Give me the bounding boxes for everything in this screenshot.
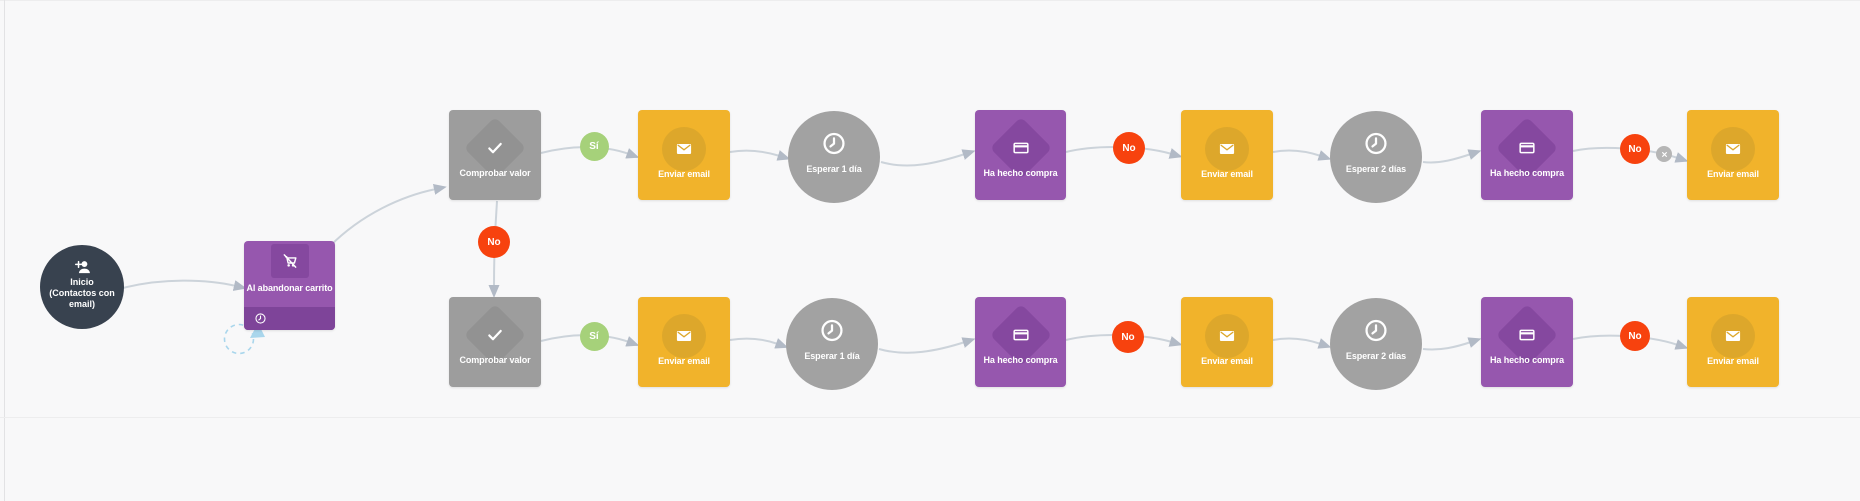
clock-icon: [821, 319, 843, 342]
badge-yes-1: Sí: [579, 131, 609, 161]
envelope-icon: [1725, 144, 1741, 154]
badge-close[interactable]: [1656, 146, 1672, 162]
canvas-left-border: [4, 0, 5, 501]
badge-yes-2: Sí: [579, 321, 609, 351]
card-icon: [1012, 142, 1029, 154]
connector-enviar-email-5--esperar-2-dias-2: [1272, 337, 1332, 349]
node-comprobar-valor-2[interactable]: Comprobar valor: [449, 297, 541, 387]
user-plus-icon: [75, 260, 90, 274]
card-icon: [1519, 329, 1535, 341]
node-enviar-email-5[interactable]: Enviar email: [1181, 297, 1273, 387]
connector-start--al-abandonar-carrito: [122, 279, 247, 291]
node-enviar-email-6[interactable]: Enviar email: [1687, 297, 1779, 387]
node-ha-hecho-compra-4[interactable]: Ha hecho compra: [1481, 297, 1573, 387]
node-label: Comprobar valor: [459, 168, 531, 178]
connector-label: No: [1121, 331, 1135, 343]
clock-icon: [823, 132, 845, 155]
node-al-abandonar-carrito[interactable]: Al abandonar carrito: [244, 241, 335, 330]
envelope-icon: [676, 144, 692, 154]
connector-label: Sí: [589, 330, 599, 342]
trigger-icon-chip: [270, 244, 309, 278]
trigger-schedule-bar[interactable]: [244, 307, 335, 330]
cart-slash-icon: [283, 254, 297, 268]
check-icon: [488, 142, 502, 154]
self-loop-arrow-icon: [250, 323, 265, 338]
node-label: Ha hecho compra: [1489, 355, 1565, 365]
node-ha-hecho-compra-3[interactable]: Ha hecho compra: [975, 297, 1066, 387]
node-esperar-1-dia-2[interactable]: Esperar 1 día: [786, 298, 878, 390]
self-loop-indicator: [223, 323, 255, 355]
card-icon: [1519, 142, 1535, 154]
node-label: Ha hecho compra: [983, 168, 1058, 178]
envelope-icon: [1219, 144, 1235, 154]
start-node-label: Inicio (Contactos con email): [49, 277, 115, 309]
badge-no-2: No: [1620, 134, 1650, 164]
node-enviar-email-2[interactable]: Enviar email: [1181, 110, 1273, 200]
connector-esperar-2-dias-1--ha-hecho-compra-2: [1422, 149, 1482, 164]
canvas-top-border: [0, 0, 1860, 1]
node-enviar-email-3[interactable]: Enviar email: [1687, 110, 1779, 200]
badge-no-mid: No: [478, 226, 510, 258]
node-label: Enviar email: [1707, 169, 1759, 179]
node-comprobar-valor-1[interactable]: Comprobar valor: [449, 110, 541, 200]
node-start[interactable]: Inicio (Contactos con email): [40, 245, 124, 329]
node-ha-hecho-compra-2[interactable]: Ha hecho compra: [1481, 110, 1573, 200]
envelope-icon: [676, 331, 692, 341]
clock-icon: [1365, 132, 1387, 155]
connector-esperar-1-dia-2--ha-hecho-compra-3: [878, 337, 976, 354]
node-label: Ha hecho compra: [1489, 168, 1565, 178]
node-label: Al abandonar carrito: [246, 283, 333, 293]
envelope-icon: [1725, 331, 1741, 341]
connector-enviar-email-1--esperar-1-dia-1: [729, 149, 791, 161]
node-esperar-2-dias-2[interactable]: Esperar 2 días: [1330, 298, 1422, 390]
node-esperar-1-dia-1[interactable]: Esperar 1 día: [788, 111, 880, 203]
node-label: Esperar 2 días: [1345, 351, 1407, 361]
badge-no-4: No: [1620, 321, 1650, 351]
clock-icon: [255, 313, 266, 324]
node-label: Comprobar valor: [459, 355, 531, 365]
badge-no-3: No: [1112, 321, 1144, 353]
connector-enviar-email-2--esperar-2-dias-1: [1272, 149, 1332, 161]
node-label: Esperar 1 día: [804, 351, 860, 361]
node-label: Enviar email: [1707, 356, 1759, 366]
connector-label: No: [1122, 142, 1136, 154]
node-label: Enviar email: [658, 169, 710, 179]
node-enviar-email-1[interactable]: Enviar email: [638, 110, 730, 200]
node-enviar-email-4[interactable]: Enviar email: [638, 297, 730, 387]
node-esperar-2-dias-1[interactable]: Esperar 2 días: [1330, 111, 1422, 203]
connector-enviar-email-4--esperar-1-dia-2: [729, 337, 789, 349]
x-icon: [1661, 151, 1667, 157]
check-icon: [488, 329, 502, 341]
node-label: Enviar email: [658, 356, 710, 366]
node-label: Ha hecho compra: [983, 355, 1058, 365]
clock-icon: [1365, 319, 1387, 342]
node-label: Enviar email: [1201, 356, 1253, 366]
connector-esperar-2-dias-2--ha-hecho-compra-4: [1422, 337, 1482, 351]
node-label: Esperar 1 día: [806, 164, 862, 174]
connector-label: No: [487, 236, 501, 248]
connector-esperar-1-dia-1--ha-hecho-compra-1: [880, 149, 976, 167]
connector-label: Sí: [589, 140, 599, 152]
connector-al-abandonar-carrito--comprobar-valor-1: [329, 184, 447, 247]
node-ha-hecho-compra-1[interactable]: Ha hecho compra: [975, 110, 1066, 200]
node-label: Enviar email: [1201, 169, 1253, 179]
card-icon: [1012, 329, 1029, 341]
canvas-bottom-border: [0, 417, 1860, 418]
connector-label: No: [1628, 143, 1642, 155]
envelope-icon: [1219, 331, 1235, 341]
connector-label: No: [1628, 330, 1642, 342]
node-label: Esperar 2 días: [1345, 164, 1407, 174]
badge-no-1: No: [1113, 132, 1145, 164]
